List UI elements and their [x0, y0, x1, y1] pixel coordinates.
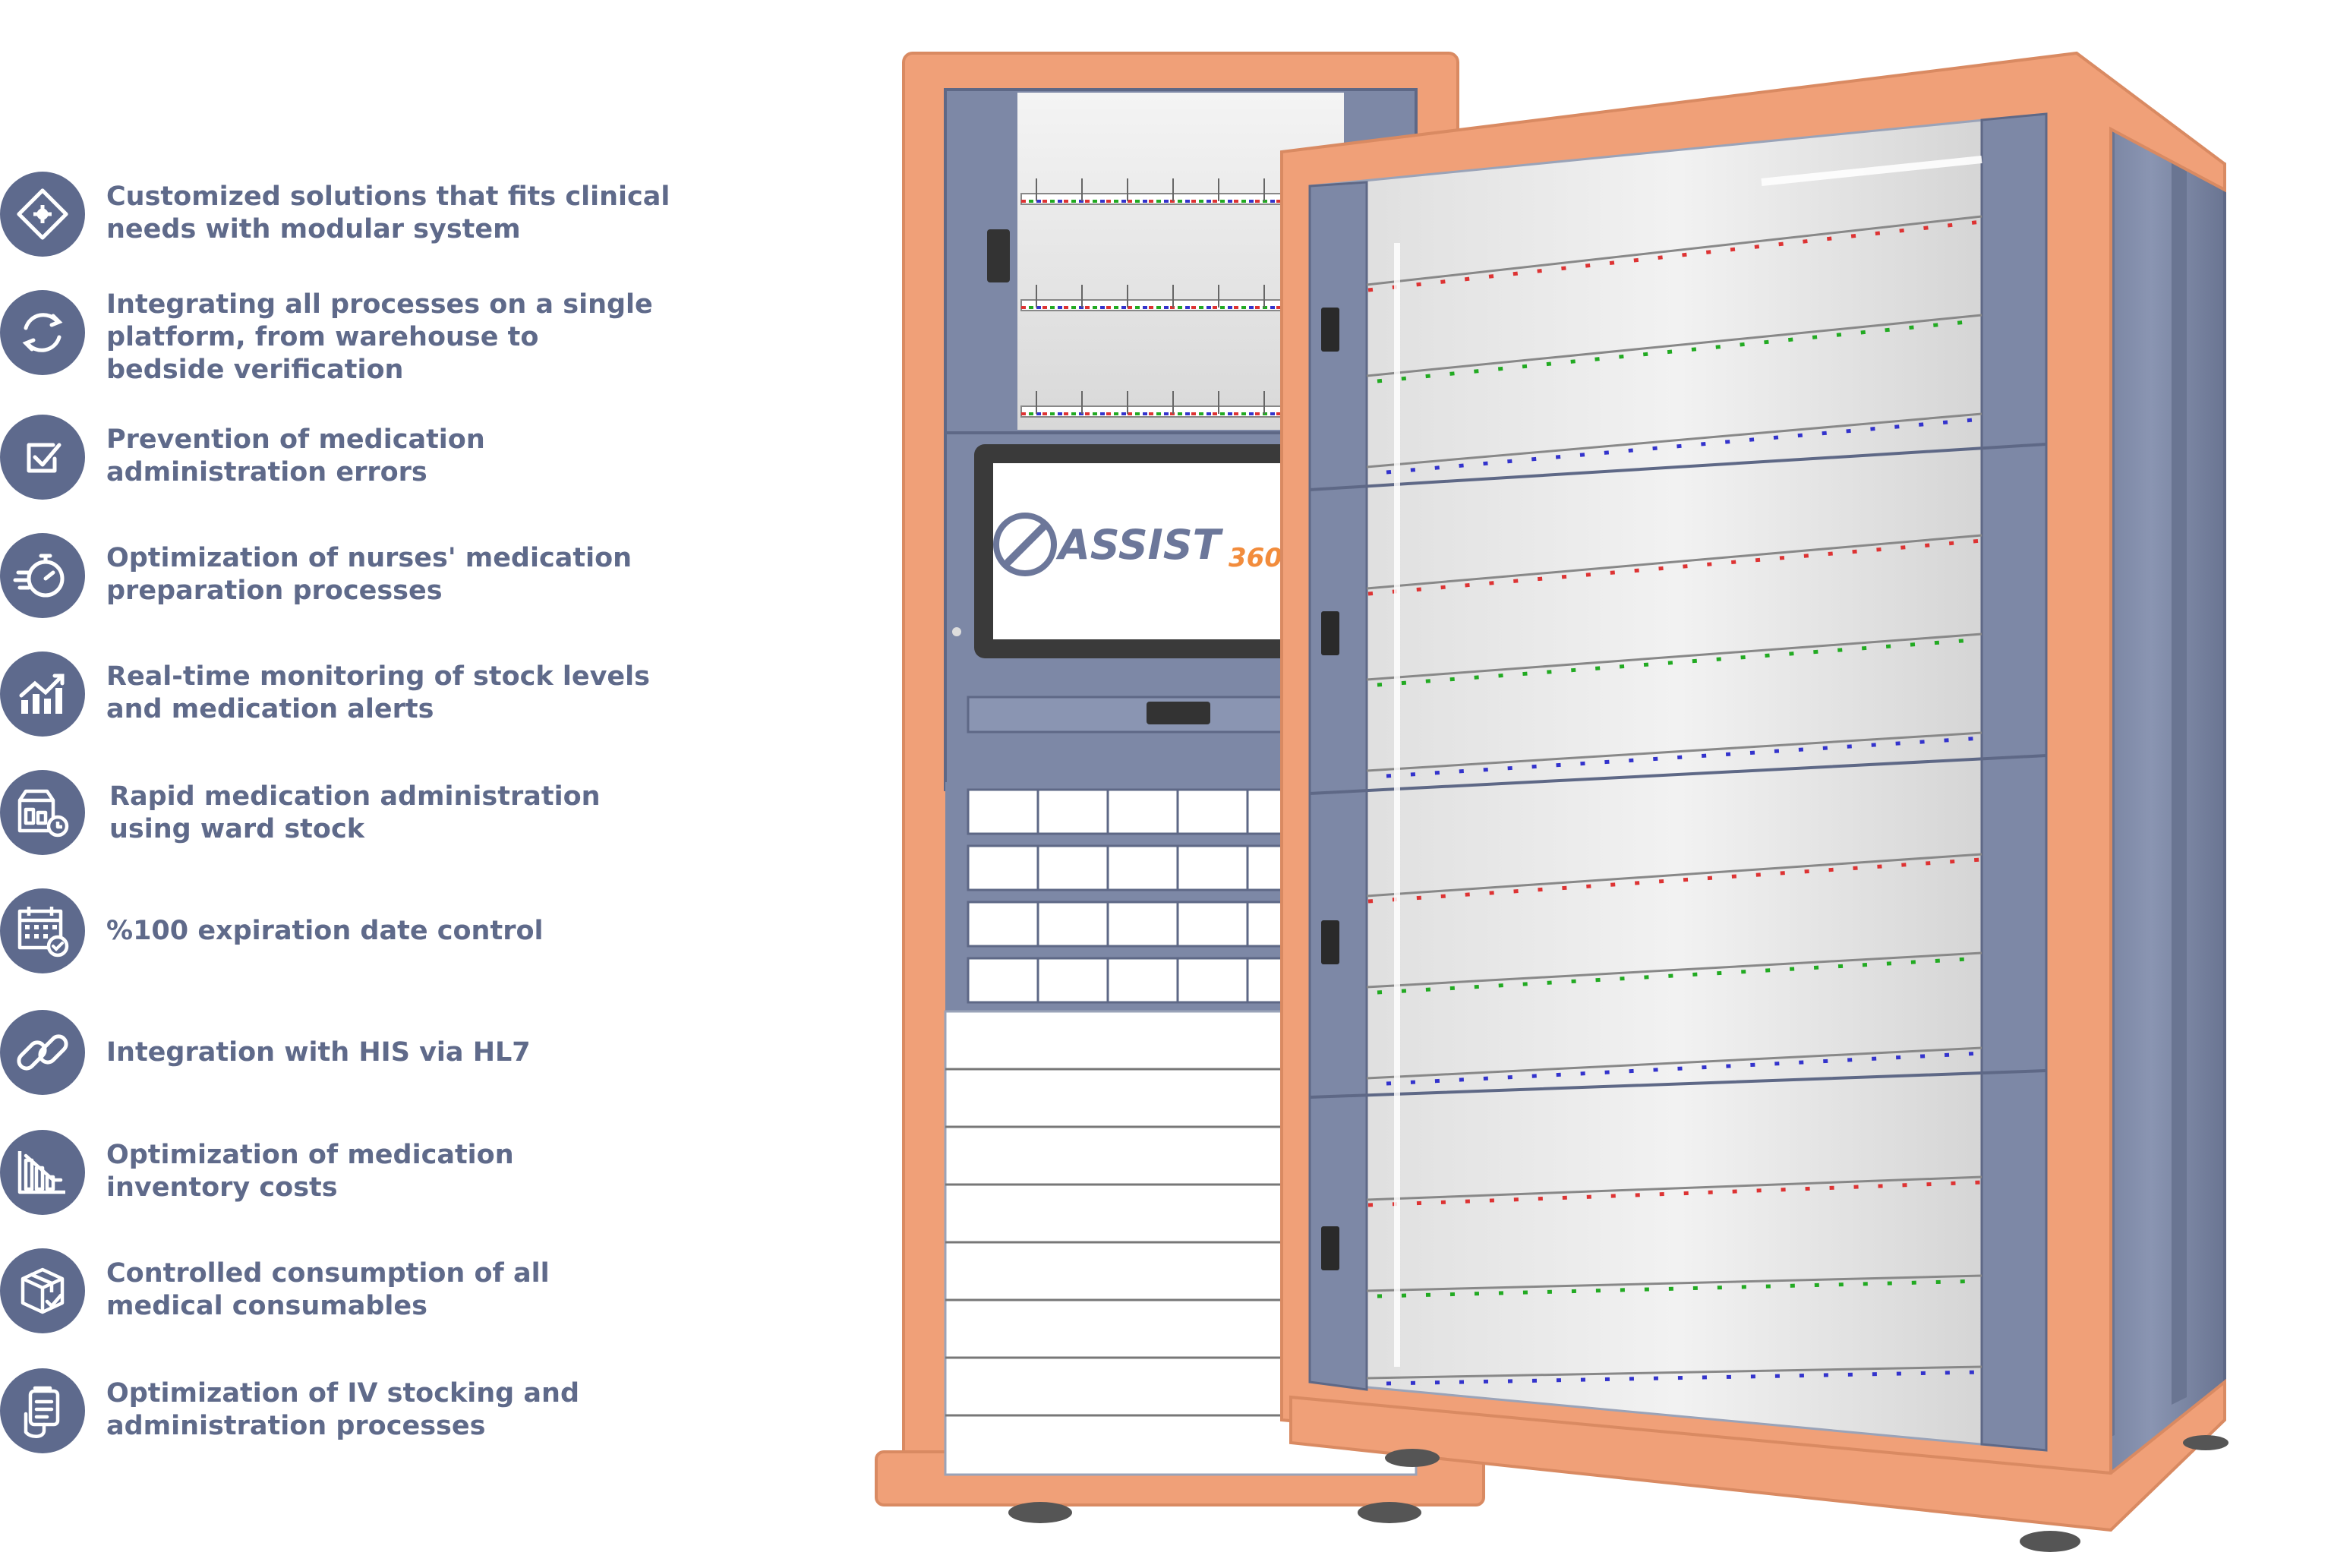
package-check-icon [0, 1248, 85, 1333]
top-shelf-rows [1020, 178, 1348, 418]
feature-label: Optimization of IV stocking and administ… [106, 1378, 579, 1441]
chain-link-icon [0, 1010, 85, 1095]
open-cabinet-shelves [1366, 215, 1982, 1386]
feature-label: Optimization of medication inventory cos… [106, 1140, 514, 1203]
feature-label: Real-time monitoring of stock levels and… [106, 661, 650, 724]
puzzle-icon [0, 172, 85, 257]
feature-label: Rapid medication administration using wa… [109, 781, 601, 844]
check-square-icon [0, 415, 85, 500]
open-cabinet [1280, 51, 2228, 1552]
touch-screen[interactable] [993, 463, 1295, 639]
medicine-box-clock-icon [0, 770, 85, 855]
feature-label: Controlled consumption of all medical co… [106, 1258, 550, 1321]
stopwatch-icon [0, 533, 85, 618]
feature-label: %100 expiration date control [106, 916, 544, 946]
assist-logo: ASSIST 360 [993, 513, 1282, 576]
logo-suffix: 360 [1229, 543, 1282, 573]
falling-chart-icon [0, 1130, 85, 1215]
feature-label: Integration with HIS via HL7 [106, 1037, 531, 1068]
calendar-check-icon [0, 888, 85, 973]
cabinet-illustration: ASSIST 360 [875, 51, 2228, 1552]
feature-label: Optimization of nurses' medication prepa… [106, 543, 632, 606]
feature-label: Customized solutions that fits clinical … [106, 181, 670, 245]
sync-cycle-icon [0, 290, 85, 375]
feature-list: Customized solutions that fits clinical … [0, 0, 683, 1568]
feature-label: Prevention of medication administration … [106, 424, 485, 487]
rising-chart-icon [0, 651, 85, 737]
feature-label: Integrating all processes on a single pl… [106, 289, 653, 385]
iv-bag-icon [0, 1368, 85, 1453]
logo-text: ASSIST [1055, 521, 1224, 569]
